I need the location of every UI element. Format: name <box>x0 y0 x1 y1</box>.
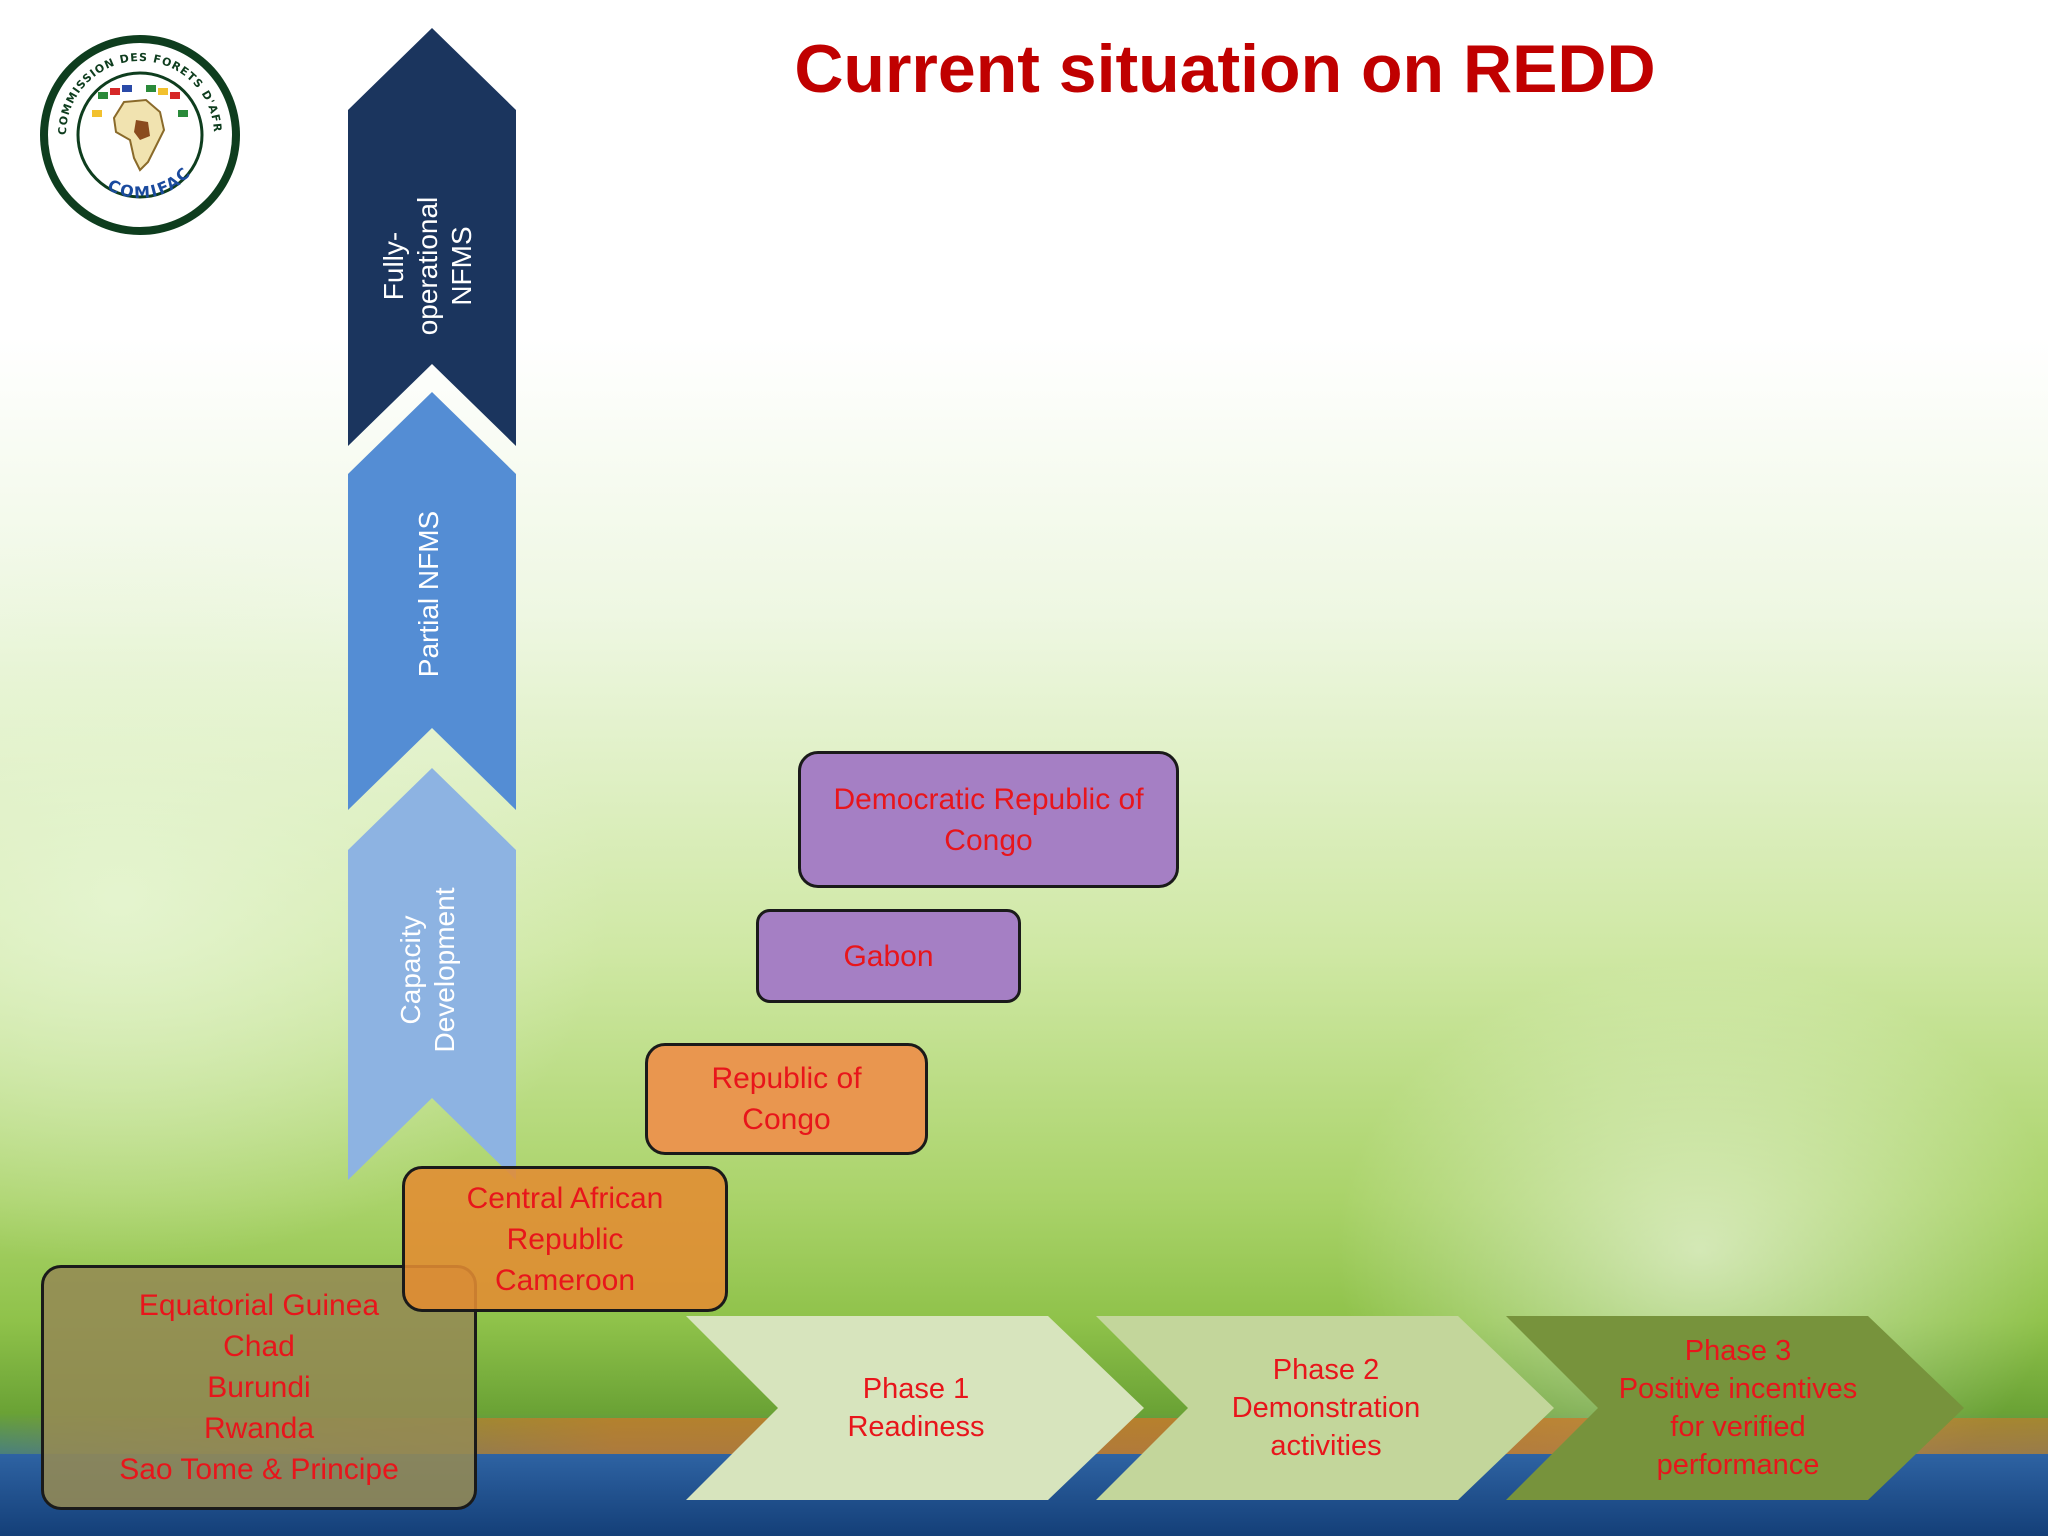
phase-chevron-1 <box>686 1316 1144 1500</box>
slide-title: Current situation on REDD <box>794 31 1656 107</box>
country-group-equatorial-guinea: Equatorial Guinea Chad Burundi Rwanda Sa… <box>41 1265 477 1510</box>
phase-3-label: Phase 3 Positive incentives for verified… <box>1618 1335 1858 1481</box>
phase-chevron-2 <box>1096 1316 1554 1500</box>
country-group-drc: Democratic Republic of Congo <box>798 751 1179 888</box>
stage-chevron-partial <box>348 392 516 810</box>
stage-label-partial: Partial NFMS <box>413 510 444 678</box>
phase-chevron-3 <box>1506 1316 1964 1500</box>
country-group-gabon: Gabon <box>756 909 1021 1003</box>
country-group-car-cameroon: Central African Republic Cameroon <box>402 1166 728 1312</box>
phase-2-label: Phase 2 Demonstration activities <box>1231 1354 1421 1462</box>
comifac-logo-icon: COMMISSION DES FORETS D'AFRIQUE CENTRALE… <box>36 30 240 235</box>
stage-label-capacity: Capacity Development <box>395 887 460 1053</box>
phase-1-label: Phase 1 Readiness <box>847 1373 985 1443</box>
stage-label-fully-operational: Fully- operational NFMS <box>378 196 477 336</box>
stage-chevron-capacity <box>348 768 516 1180</box>
stage-chevron-fully-operational <box>348 28 516 446</box>
country-group-republic-of-congo: Republic of Congo <box>645 1043 928 1155</box>
